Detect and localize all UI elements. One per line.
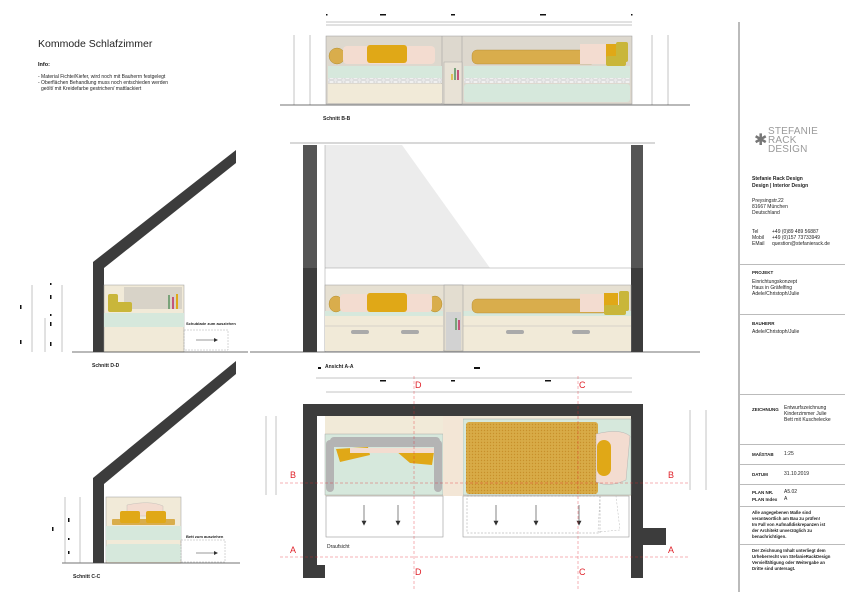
schnitt-bb-label: Schnitt B-B — [323, 116, 351, 122]
ansicht-aa-drawing — [250, 142, 700, 369]
zeichnung-line: Entwurfszeichnung — [784, 405, 827, 411]
address-city: 81667 München — [752, 204, 788, 210]
plan-index-label: PLAN Index — [752, 497, 778, 502]
note-schublade: Schublade zum ausziehen — [186, 321, 236, 326]
mobil-label: Mobil — [752, 235, 764, 241]
section-marker-b-left: B — [290, 470, 297, 480]
copyright-line: Der Zeichnung Inhalt unterliegt dem — [752, 548, 826, 553]
schnitt-bb-drawing — [280, 14, 690, 106]
zeichnung-label: ZEICHNUNG — [752, 407, 779, 412]
schnitt-dd-label: Schnitt D-D — [92, 363, 120, 369]
section-marker-c-top: C — [579, 380, 586, 390]
section-marker-c-bottom: C — [579, 567, 586, 577]
massstab-label: MAßSTAB — [752, 452, 774, 457]
info-line: - Material Fichte/Kiefer, wird noch mit … — [38, 74, 166, 80]
datum-label: DATUM — [752, 472, 768, 477]
section-marker-d-top: D — [415, 380, 422, 390]
zeichnung-line: Kinderzimmer Julie — [784, 411, 827, 417]
disclaimer-line: benachrichtigen. — [752, 534, 787, 539]
email-value: question@stefanierack.de — [772, 241, 830, 247]
email-label: EMail — [752, 241, 765, 247]
drawing-canvas — [20, 14, 707, 590]
company-tagline: Design | Interior Design — [752, 183, 809, 189]
disclaimer-line: Im Fall von Aufmaßdiskrepanzen ist — [752, 522, 826, 527]
draufsicht-label: Draufsicht — [327, 544, 350, 550]
copyright-line: Urheberrecht von StefanieRackDesign — [752, 554, 831, 559]
info-heading: Info: — [38, 62, 50, 68]
mobil-value: +49 (0)157 73733949 — [772, 235, 820, 241]
datum-value: 31.10.2019 — [784, 471, 810, 477]
massstab-value: 1:25 — [784, 451, 794, 457]
section-marker-a-left: A — [290, 545, 297, 555]
plan-nr-value: A5.02 — [784, 489, 798, 495]
bauherr-label: BAUHERR — [752, 321, 775, 326]
projekt-line: Haus in Gräfelfing — [752, 285, 793, 291]
tel-label: Tel — [752, 229, 759, 235]
disclaimer-line: der Architekt unverzüglich zu — [752, 528, 813, 533]
info-line: - Oberflächen Behandlung muss noch entsc… — [38, 80, 169, 86]
address-country: Deutschland — [752, 210, 780, 216]
ansicht-aa-label: Ansicht A-A — [325, 364, 354, 370]
draufsicht-drawing — [265, 376, 707, 590]
schnitt-cc-drawing — [52, 361, 240, 564]
logo: STEFANIE RACK DESIGN — [768, 126, 818, 155]
note-bett: Bett zum ausziehen — [186, 534, 224, 539]
page-title: Kommode Schlafzimmer — [38, 38, 153, 50]
schnitt-cc-label: Schnitt C-C — [73, 574, 101, 580]
projekt-label: PROJEKT — [752, 270, 774, 275]
projekt-line: Adele/Christoph/Julie — [752, 291, 800, 297]
schnitt-dd-drawing — [20, 150, 248, 353]
disclaimer-line: Alle angegebenen Maße sind — [752, 510, 811, 515]
plan-index-value: A — [784, 496, 788, 502]
section-marker-b-right: B — [668, 470, 675, 480]
bauherr-value: Adele/Christoph/Julie — [752, 329, 800, 335]
section-marker-a-right: A — [668, 545, 675, 555]
address-street: Preysingstr.22 — [752, 198, 784, 204]
zeichnung-line: Bett mit Kuschelecke — [784, 417, 831, 423]
title-block: ✱ STEFANIE RACK DESIGN Stefanie Rack Des… — [738, 22, 845, 592]
plan-nr-label: PLAN NR. — [752, 490, 774, 495]
logo-star-icon: ✱ — [754, 132, 768, 149]
copyright-line: Dritte sind untersagt. — [752, 566, 796, 571]
section-marker-d-bottom: D — [415, 567, 422, 577]
company-name: Stefanie Rack Design — [752, 176, 803, 182]
projekt-line: Einrichtungskonzept — [752, 279, 798, 285]
copyright-line: Vervielfältigung oder Weitergabe an — [752, 560, 825, 565]
info-line: geölt/ mit Kreidefarbe gestrichen/ mattl… — [41, 86, 142, 92]
tel-value: +49 (0)89 489 56887 — [772, 229, 819, 235]
disclaimer-line: verantwortlich am Bau zu prüfen! — [752, 516, 821, 521]
